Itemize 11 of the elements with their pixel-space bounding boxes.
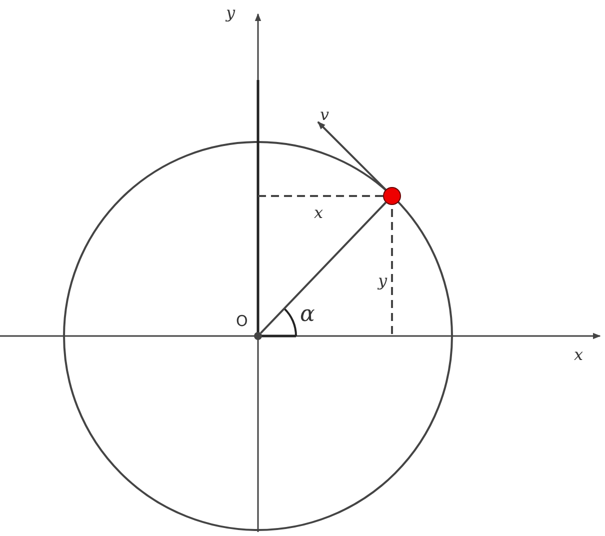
dimension-label: x (314, 204, 324, 222)
dimension-label: y (378, 272, 388, 290)
edge-label: v (320, 106, 330, 124)
axis-label: x (574, 346, 584, 364)
point-marker (383, 187, 401, 205)
radius-line (260, 202, 386, 334)
origin-label: O (236, 312, 248, 330)
axis-label: y (226, 4, 236, 22)
arrow (317, 121, 386, 190)
angle-label: α (300, 306, 315, 324)
origin-dot (254, 332, 262, 340)
